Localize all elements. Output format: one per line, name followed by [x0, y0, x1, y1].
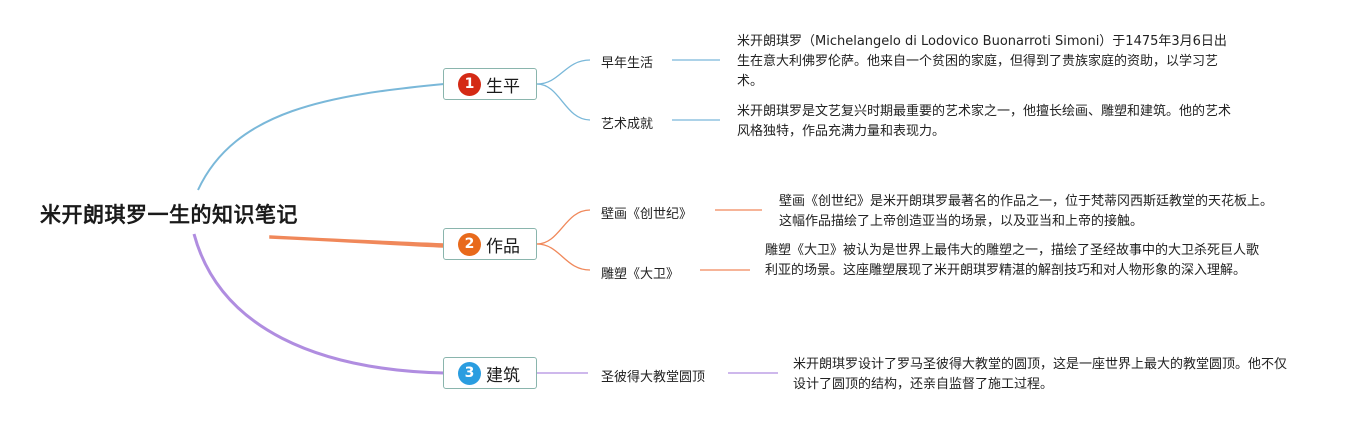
number-badge-icon: 1 [458, 72, 481, 96]
subtopic-art-achievement[interactable]: 艺术成就 [601, 117, 654, 132]
connector-b1-c2 [536, 83, 591, 121]
connector-b2-c2 [536, 243, 591, 271]
connector-root-branch-3 [192, 233, 445, 375]
note-early-life: 米开朗琪罗（Michelangelo di Lodovico Buonarrot… [737, 34, 1227, 89]
connector-b2-c1 [536, 209, 591, 245]
branch-topic-3[interactable]: 3 建筑 [443, 357, 537, 389]
note-david-sculpture: 雕塑《大卫》被认为是世界上最伟大的雕塑之一，描绘了圣经故事中的大卫杀死巨人歌利亚… [765, 243, 1260, 278]
branch-topic-1[interactable]: 1 生平 [443, 68, 537, 100]
subtopic-david-sculpture[interactable]: 雕塑《大卫》 [601, 267, 680, 282]
number-badge-icon: 2 [458, 232, 481, 256]
note-genesis-fresco: 壁画《创世纪》是米开朗琪罗最著名的作品之一，位于梵蒂冈西斯廷教堂的天花板上。这幅… [779, 194, 1274, 229]
number-badge-icon: 3 [458, 361, 481, 385]
subtopic-st-peters-dome[interactable]: 圣彼得大教堂圆顶 [601, 370, 706, 385]
branch-label: 建筑 [486, 365, 520, 386]
branch-label: 作品 [486, 236, 520, 257]
branch-label: 生平 [486, 76, 520, 97]
note-st-peters-dome: 米开朗琪罗设计了罗马圣彼得大教堂的圆顶，这是一座世界上最大的教堂圆顶。他不仅设计… [793, 357, 1288, 392]
root-topic-title[interactable]: 米开朗琪罗一生的知识笔记 [40, 203, 298, 227]
connector-b1-c1 [536, 59, 591, 85]
branch-topic-2[interactable]: 2 作品 [443, 228, 537, 260]
note-art-achievement: 米开朗琪罗是文艺复兴时期最重要的艺术家之一，他擅长绘画、雕塑和建筑。他的艺术风格… [737, 104, 1232, 139]
subtopic-early-life[interactable]: 早年生活 [601, 56, 654, 71]
connector-root-branch-2 [269, 235, 445, 248]
connector-root-branch-1 [197, 83, 445, 191]
subtopic-genesis-fresco[interactable]: 壁画《创世纪》 [601, 207, 693, 222]
